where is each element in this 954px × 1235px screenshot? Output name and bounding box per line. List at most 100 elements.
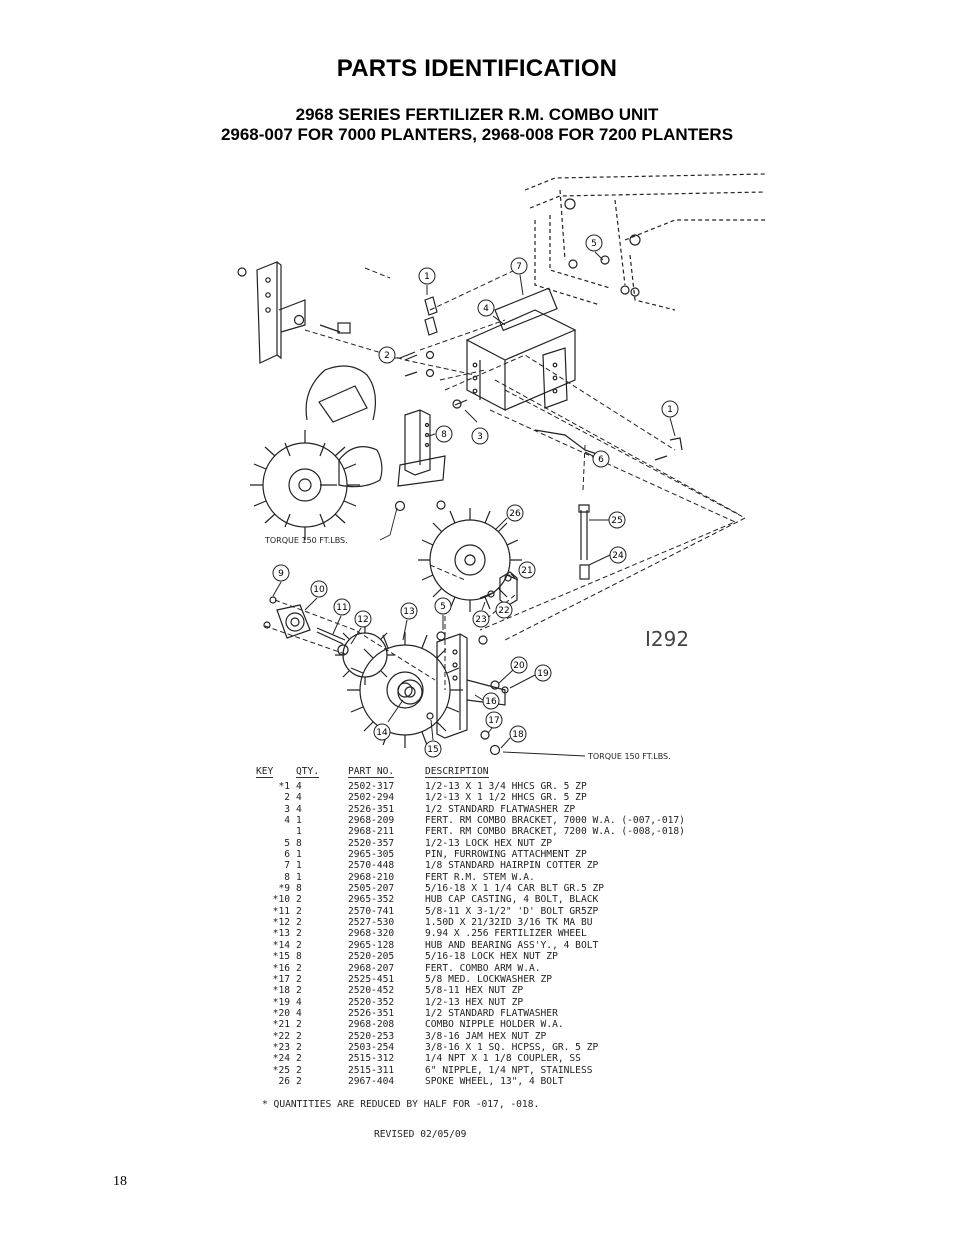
page-subtitle-series: 2968 SERIES FERTILIZER R.M. COMBO UNIT <box>295 105 659 124</box>
page-title: PARTS IDENTIFICATION <box>336 55 618 82</box>
cell-part-no: 2515-312 <box>348 1053 395 1065</box>
cell-key: 5 <box>284 837 290 849</box>
cell-description: 1/2-13 X 1 3/4 HHCS GR. 5 ZP <box>425 781 587 792</box>
page-number: 18 <box>113 1174 127 1189</box>
svg-text:16: 16 <box>485 697 497 707</box>
cell-qty: 1 <box>296 860 302 872</box>
cell-qty: 4 <box>296 996 302 1008</box>
svg-text:20: 20 <box>513 661 525 671</box>
cell-description: SPOKE WHEEL, 13", 4 BOLT <box>425 1075 564 1087</box>
cell-qty: 2 <box>296 962 302 974</box>
cell-key: *10 <box>272 894 290 906</box>
cell-description: 5/16-18 LOCK HEX NUT ZP <box>425 951 558 963</box>
cell-part-no: 2505-207 <box>348 883 395 895</box>
cell-description: 5/8-11 X 3-1/2" 'D' BOLT GR5ZP <box>425 905 599 917</box>
callout-bubbles: 1 2 3 4 5 6 7 8 9 10 11 12 13 14 15 16 1… <box>272 234 679 758</box>
cell-key: *20 <box>272 1007 290 1019</box>
cell-key <box>256 826 296 837</box>
cell-part-no: 2502-294 <box>348 792 395 804</box>
drawing-id: I292 <box>645 627 689 651</box>
cell-part-no: 2968-207 <box>348 962 395 974</box>
cell-part-no: 2965-128 <box>348 939 395 951</box>
cell-part-no: 2968-210 <box>348 871 395 883</box>
cell-description: 1/2-13 X 1 1/2 HHCS GR. 5 ZP <box>425 792 587 804</box>
cell-description: 9.94 X .256 FERTILIZER WHEEL <box>425 928 587 940</box>
cell-key: *11 <box>272 905 290 917</box>
cell-qty: 2 <box>296 1019 302 1031</box>
cell-part-no: 2570-741 <box>348 905 395 917</box>
cell-qty: 1 <box>296 849 302 861</box>
cell-part-no: 2965-305 <box>348 849 395 861</box>
cell-description: 1/2-13 LOCK HEX NUT ZP <box>425 837 553 849</box>
callout-3: 3 <box>464 409 489 445</box>
svg-text:5: 5 <box>591 239 597 249</box>
callout-23: 23 <box>472 601 490 628</box>
callout-10: 10 <box>304 580 328 611</box>
spoke-wheel-left <box>250 430 360 540</box>
callout-5-lower: 5 <box>434 597 452 630</box>
cell-qty: 4 <box>296 1007 302 1019</box>
d-bolt <box>316 627 346 645</box>
cell-key: 2 <box>284 792 290 804</box>
svg-text:18: 18 <box>512 730 524 740</box>
cell-description: 1/8 STANDARD HAIRPIN COTTER ZP <box>425 860 599 872</box>
svg-text:5: 5 <box>440 602 446 612</box>
svg-text:7: 7 <box>516 262 522 272</box>
cell-description: FERT. RM COMBO BRACKET, 7000 W.A. (-007,… <box>425 815 685 827</box>
header-qty: QTY. <box>296 766 320 778</box>
svg-text:19: 19 <box>537 669 549 679</box>
cell-qty: 2 <box>296 939 302 951</box>
cell-part-no: 2968-320 <box>348 928 395 940</box>
cell-qty: 1 <box>296 871 302 883</box>
callout-13: 13 <box>400 602 418 641</box>
svg-text:4: 4 <box>483 304 489 314</box>
cell-key: *25 <box>272 1064 290 1076</box>
cell-description: 5/8 MED. LOCKWASHER ZP <box>425 973 553 985</box>
quantity-footnote: * QUANTITIES ARE REDUCED BY HALF FOR -01… <box>262 1099 540 1110</box>
svg-text:11: 11 <box>336 603 347 613</box>
callout-18: 18 <box>500 725 527 749</box>
callout-14: 14 <box>373 699 404 741</box>
callout-5-upper: 5 <box>585 234 604 261</box>
cell-part-no: 2526-351 <box>348 1007 395 1019</box>
callout-24: 24 <box>588 546 627 566</box>
cell-qty: 4 <box>296 792 302 804</box>
callout-15: 15 <box>424 719 442 758</box>
svg-text:22: 22 <box>498 606 509 616</box>
cell-qty: 2 <box>296 1075 302 1087</box>
svg-text:17: 17 <box>488 716 499 726</box>
cell-key: *1 <box>278 781 290 792</box>
cell-key: *21 <box>272 1019 290 1031</box>
cell-description: 1/2 STANDARD FLATWASHER ZP <box>425 803 576 815</box>
cell-part-no: 2520-205 <box>348 951 395 963</box>
cell-part-no: 2525-451 <box>348 973 395 985</box>
cell-part-no: 2570-448 <box>348 860 395 872</box>
cell-part-no: 2526-351 <box>348 803 395 815</box>
callout-4: 4 <box>477 299 506 326</box>
revision-date: REVISED 02/05/09 <box>374 1129 467 1140</box>
callout-1: 1 <box>418 267 436 295</box>
torque-leader-right <box>502 751 586 757</box>
cell-description: 5/8-11 HEX NUT ZP <box>425 985 524 997</box>
cell-qty: 4 <box>296 803 302 815</box>
cell-key: *18 <box>272 985 290 997</box>
cell-key: *23 <box>272 1041 290 1053</box>
callout-7: 7 <box>510 257 528 296</box>
callout-20: 20 <box>498 656 528 684</box>
cell-part-no: 2968-209 <box>348 815 395 827</box>
spoke-wheel-26 <box>418 508 522 612</box>
svg-text:12: 12 <box>357 615 368 625</box>
scraper-blade <box>338 446 383 488</box>
